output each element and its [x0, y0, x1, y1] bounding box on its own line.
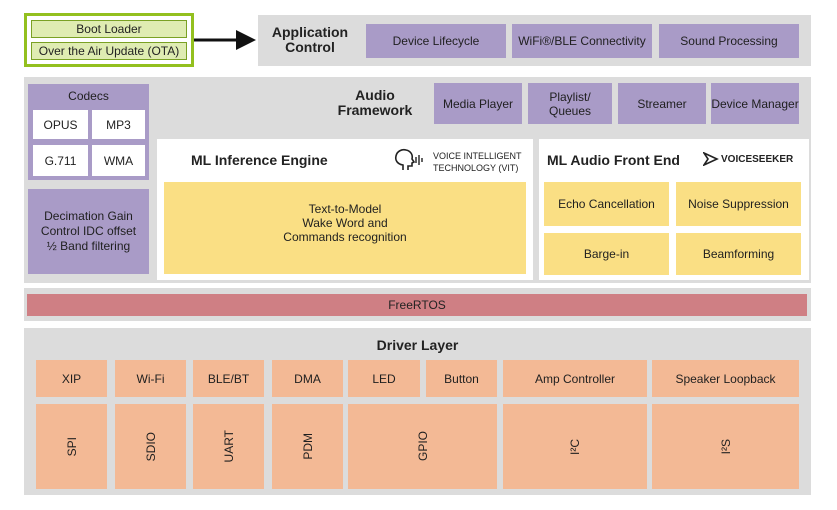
- audio-framework-title: Audio Framework: [337, 87, 413, 118]
- application-control-title: Application Control: [271, 24, 349, 55]
- codec-mp3: MP3: [92, 110, 145, 139]
- boot-loader-label: Boot Loader: [76, 22, 142, 36]
- voiceseeker-logo-icon: [703, 152, 719, 166]
- driver-button: Button: [426, 360, 497, 397]
- media-player-box: Media Player: [434, 83, 522, 124]
- driver-i2c: I²C: [503, 404, 647, 489]
- driver-wifi: Wi-Fi: [115, 360, 186, 397]
- driver-ble-bt: BLE/BT: [193, 360, 264, 397]
- driver-layer-panel: Driver Layer XIP Wi-Fi BLE/BT DMA LED Bu…: [24, 328, 811, 495]
- codecs-box: Codecs OPUS MP3 G.711 WMA: [28, 84, 149, 180]
- decimation-line-2: Control IDC offset: [40, 224, 137, 238]
- ota-update-label: Over the Air Update (OTA): [38, 44, 180, 58]
- decimation-line-3: ½ Band filtering: [46, 239, 131, 253]
- ml-inference-title: ML Inference Engine: [191, 152, 328, 168]
- codec-wma: WMA: [92, 145, 145, 176]
- voice-head-icon: [394, 148, 423, 170]
- ml-audio-front-end-title: ML Audio Front End: [547, 152, 680, 168]
- codec-opus: OPUS: [33, 110, 88, 139]
- noise-suppression-box: Noise Suppression: [676, 182, 801, 226]
- ml-audio-front-end-panel: ML Audio Front End VOICESEEKER Echo Canc…: [539, 139, 809, 280]
- driver-xip: XIP: [36, 360, 107, 397]
- wifi-ble-connectivity-box: WiFi®/BLE Connectivity: [512, 24, 652, 58]
- rtos-panel: FreeRTOS: [24, 288, 811, 321]
- ota-group: Boot Loader Over the Air Update (OTA): [24, 13, 194, 67]
- driver-gpio: GPIO: [348, 404, 497, 489]
- ota-update-box: Over the Air Update (OTA): [31, 42, 187, 60]
- device-lifecycle-box: Device Lifecycle: [366, 24, 506, 58]
- arrow-right-icon: [194, 30, 256, 50]
- wake-word-box: Text-to-Model Wake Word and Commands rec…: [164, 182, 526, 274]
- driver-pdm: PDM: [272, 404, 343, 489]
- sound-processing-box: Sound Processing: [659, 24, 799, 58]
- driver-dma: DMA: [272, 360, 343, 397]
- freertos-bar: FreeRTOS: [27, 294, 807, 316]
- driver-uart: UART: [193, 404, 264, 489]
- streamer-box: Streamer: [618, 83, 706, 124]
- decimation-box: Decimation Gain Control IDC offset ½ Ban…: [28, 189, 149, 274]
- playlist-queues-box: Playlist/ Queues: [528, 83, 612, 124]
- driver-sdio: SDIO: [115, 404, 186, 489]
- application-control-panel: Application Control Device Lifecycle WiF…: [258, 15, 811, 66]
- driver-amp-controller: Amp Controller: [503, 360, 647, 397]
- echo-cancellation-box: Echo Cancellation: [544, 182, 669, 226]
- barge-in-box: Barge-in: [544, 233, 669, 275]
- driver-led: LED: [348, 360, 420, 397]
- driver-layer-title: Driver Layer: [376, 337, 459, 353]
- boot-loader-box: Boot Loader: [31, 20, 187, 38]
- vit-label: VOICE INTELLIGENT TECHNOLOGY (VIT): [433, 151, 522, 173]
- driver-speaker-loopback: Speaker Loopback: [652, 360, 799, 397]
- decimation-line-1: Decimation Gain: [44, 209, 133, 223]
- beamforming-box: Beamforming: [676, 233, 801, 275]
- device-manager-box: Device Manager: [711, 83, 799, 124]
- codec-g711: G.711: [33, 145, 88, 176]
- ml-inference-engine-panel: ML Inference Engine VOICE INTELLIGENT TE…: [157, 139, 533, 280]
- codecs-title: Codecs: [68, 89, 109, 103]
- driver-i2s: I²S: [652, 404, 799, 489]
- driver-spi: SPI: [36, 404, 107, 489]
- voiceseeker-logo: VOICESEEKER: [703, 152, 793, 166]
